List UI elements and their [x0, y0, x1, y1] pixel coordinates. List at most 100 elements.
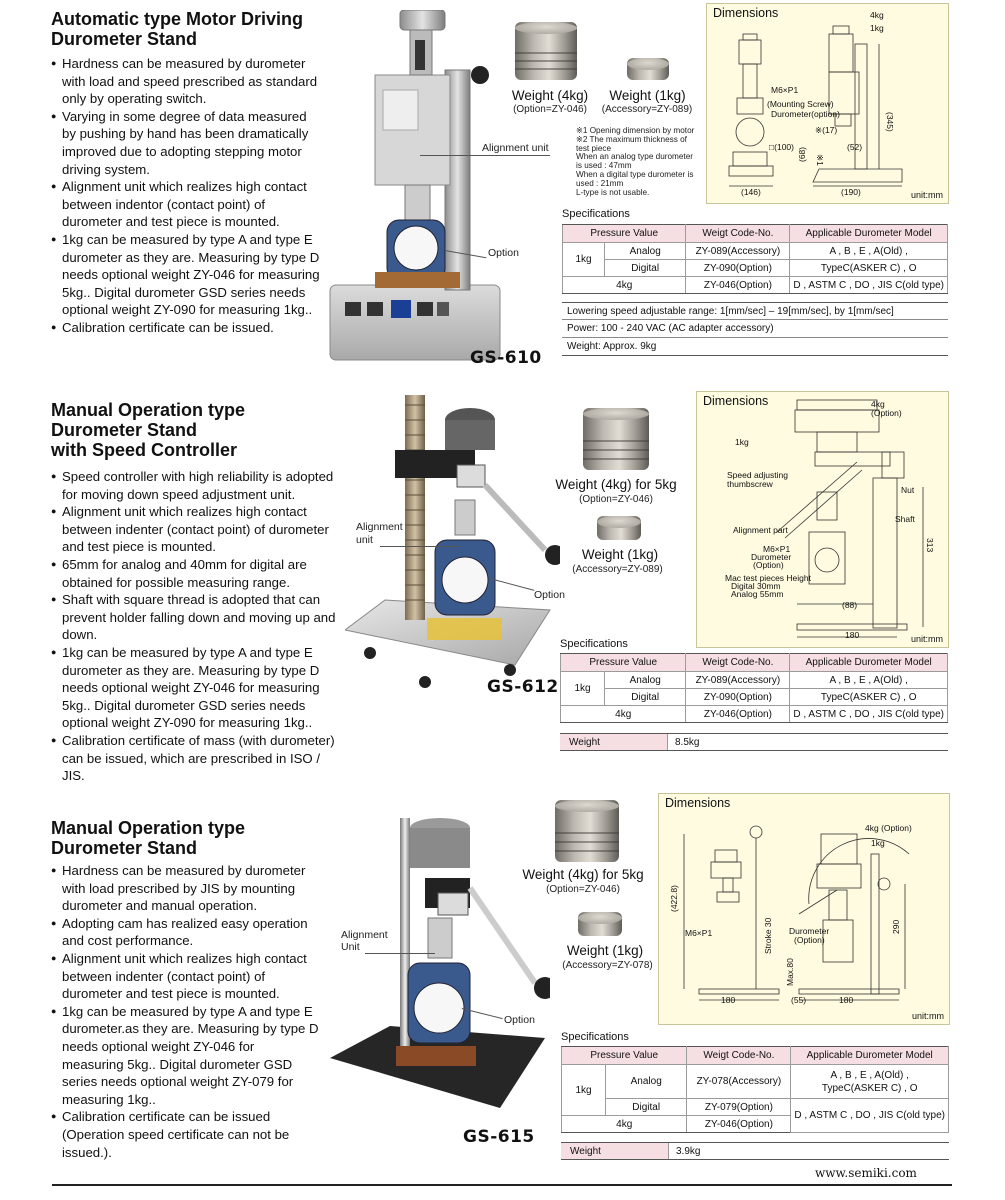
- spec-cell: D , ASTM C , DO , JIS C(old type): [789, 276, 948, 294]
- weight-4kg-photo: [515, 22, 577, 80]
- dimensions-diagram: Dimensions 4kg 1kg M6×P1 (Mounting Screw…: [706, 3, 949, 204]
- dim-label: (Option): [871, 408, 902, 418]
- dim-label: 180: [845, 630, 859, 640]
- dim-label: 1kg: [871, 838, 885, 848]
- weight-sub-label: (Option=ZY-046): [546, 884, 620, 895]
- dim-label: 180: [839, 995, 853, 1005]
- weight-label: Weight (1kg): [566, 943, 644, 958]
- model-label: GS-610: [470, 348, 542, 368]
- feature-item: Calibration certificate can be issued (O…: [51, 1108, 319, 1161]
- feature-item: Shaft with square thread is adopted that…: [51, 591, 339, 644]
- feature-item: Alignment unit which realizes high conta…: [51, 178, 323, 231]
- spec-cell: 4kg: [560, 1115, 688, 1133]
- dim-label: 290: [891, 920, 901, 934]
- spec-label: Specifications: [561, 1031, 629, 1043]
- dimension-drawing: 4kg 1kg M6×P1 (Mounting Screw) Durometer…: [728, 10, 903, 197]
- spec-cell: ZY-046(Option): [685, 276, 791, 294]
- feature-item: 1kg can be measured by type A and type E…: [51, 231, 323, 319]
- dimensions-unit: unit:mm: [911, 1011, 944, 1021]
- spec-cell: A , B , E , A(Old) , TypeC(ASKER C) , O: [790, 1064, 949, 1099]
- dimensions-diagram: Dimensions 4kg (Option) 1kg Speed adjust…: [696, 391, 949, 648]
- product-photo-gs615: [330, 818, 550, 1108]
- dim-label: □(100): [769, 142, 794, 152]
- dimension-drawing: 4kg (Option) 1kg (422.8) M6×P1 Stroke 30…: [669, 823, 912, 1005]
- callout-alignment-unit: Alignment unit: [482, 142, 549, 154]
- dim-label: (345): [885, 112, 895, 132]
- feature-list: Speed controller with high reliability i…: [51, 468, 339, 785]
- dimensions-title: Dimensions: [665, 796, 731, 810]
- spec-cell-line: TypeC(ASKER C) , O: [821, 1082, 918, 1094]
- dim-label: 1kg: [870, 23, 884, 33]
- section-title-line: Automatic type Motor Driving: [51, 9, 304, 29]
- dim-label: (Option): [794, 935, 825, 945]
- spec-cell: 4kg: [559, 705, 687, 723]
- spec-cell-line: A , B , E , A(Old) ,: [830, 1069, 909, 1081]
- note-line: used : 21mm: [576, 178, 624, 188]
- spec-cell: D , ASTM C , DO , JIS C(old type): [790, 1098, 949, 1133]
- dim-label: thumbscrew: [727, 479, 774, 489]
- spec-cell: TypeC(ASKER C) , O: [789, 259, 948, 277]
- weight-label: Weight (4kg) for 5kg: [522, 867, 644, 882]
- dim-label: ※1: [815, 154, 825, 166]
- section-title-line: Manual Operation type: [51, 400, 246, 420]
- note-line: When an analog type durometer: [576, 152, 693, 162]
- callout-line: [380, 546, 460, 547]
- dimensions-title: Dimensions: [703, 394, 769, 408]
- spec-table: Pressure Value Weigt Code-No. Applicable…: [560, 1046, 949, 1133]
- weight-sub-label: (Option=ZY-046): [513, 104, 587, 115]
- footer-url[interactable]: www.semiki.com: [815, 1166, 917, 1180]
- feature-item: Varying in some degree of data measured …: [51, 108, 323, 178]
- dim-label: 4kg: [870, 10, 884, 20]
- spec-cell: ZY-046(Option): [686, 1115, 792, 1133]
- dimensions-unit: unit:mm: [910, 634, 943, 644]
- callout-option: Option: [488, 247, 519, 259]
- spec-weight-label: Weight: [560, 734, 668, 750]
- feature-list: Hardness can be measured by durometer wi…: [51, 862, 319, 1161]
- note-line: When a digital type durometer is: [576, 169, 694, 179]
- weight-label: Weight (1kg): [609, 88, 686, 103]
- weight-sub-label: (Accessory=ZY-078): [562, 960, 653, 971]
- dimensions-diagram: Dimensions 4kg (Option) 1kg (422.8) M6×P…: [658, 793, 950, 1025]
- dim-label: Shaft: [895, 514, 915, 524]
- spec-weight-label: Weight: [561, 1143, 669, 1159]
- dim-label: Max.80: [785, 958, 795, 986]
- model-label: GS-615: [463, 1127, 535, 1147]
- spec-header: Applicable Durometer Model: [789, 653, 948, 672]
- spec-cell: 4kg: [561, 276, 687, 294]
- feature-item: Speed controller with high reliability i…: [51, 468, 339, 503]
- callout-line: [365, 953, 435, 954]
- dimensions-unit: unit:mm: [910, 190, 943, 200]
- feature-item: Alignment unit which realizes high conta…: [51, 950, 319, 1003]
- footer-divider: [52, 1184, 952, 1186]
- spec-weight-value: 8.5kg: [675, 737, 700, 748]
- dim-label: 180: [721, 995, 735, 1005]
- spec-table: Pressure Value Weigt Code-No. Applicable…: [559, 653, 948, 723]
- dim-label: (146): [741, 187, 761, 197]
- weight-sub-label: (Accessory=ZY-089): [572, 564, 663, 575]
- spec-label: Specifications: [560, 638, 628, 650]
- dim-label: (Option): [753, 560, 784, 570]
- spec-weight-value: 3.9kg: [676, 1146, 701, 1157]
- spec-cell: Digital: [603, 688, 687, 706]
- spec-cell: ZY-089(Accessory): [685, 242, 791, 260]
- feature-item: 1kg can be measured by type A and type E…: [51, 644, 339, 732]
- dim-label: Durometer: [789, 926, 829, 936]
- section-title: Manual Operation type Durometer Stand wi…: [51, 400, 351, 460]
- spec-weight-row: Weight 3.9kg: [561, 1142, 949, 1160]
- spec-cell: ZY-090(Option): [685, 688, 791, 706]
- feature-item: 65mm for analog and 40mm for digital are…: [51, 556, 339, 591]
- spec-cell: ZY-090(Option): [685, 259, 791, 277]
- dim-label: Alignment part: [733, 525, 788, 535]
- dim-label: 1kg: [735, 437, 749, 447]
- dim-label: Durometer(option): [771, 109, 840, 119]
- dim-label: 4kg (Option): [865, 823, 912, 833]
- feature-list: Hardness can be measured by durometer wi…: [51, 55, 323, 337]
- dim-label: Stroke 30: [763, 917, 773, 954]
- feature-item: 1kg can be measured by type A and type E…: [51, 1003, 319, 1109]
- feature-item: Hardness can be measured by durometer wi…: [51, 862, 319, 915]
- spec-cell: ZY-078(Accessory): [686, 1064, 792, 1099]
- dimensions-title: Dimensions: [713, 6, 779, 20]
- feature-item: Calibration certificate of mass (with du…: [51, 732, 339, 785]
- dim-label: 313: [925, 538, 935, 552]
- spec-cell: 1kg: [562, 242, 605, 277]
